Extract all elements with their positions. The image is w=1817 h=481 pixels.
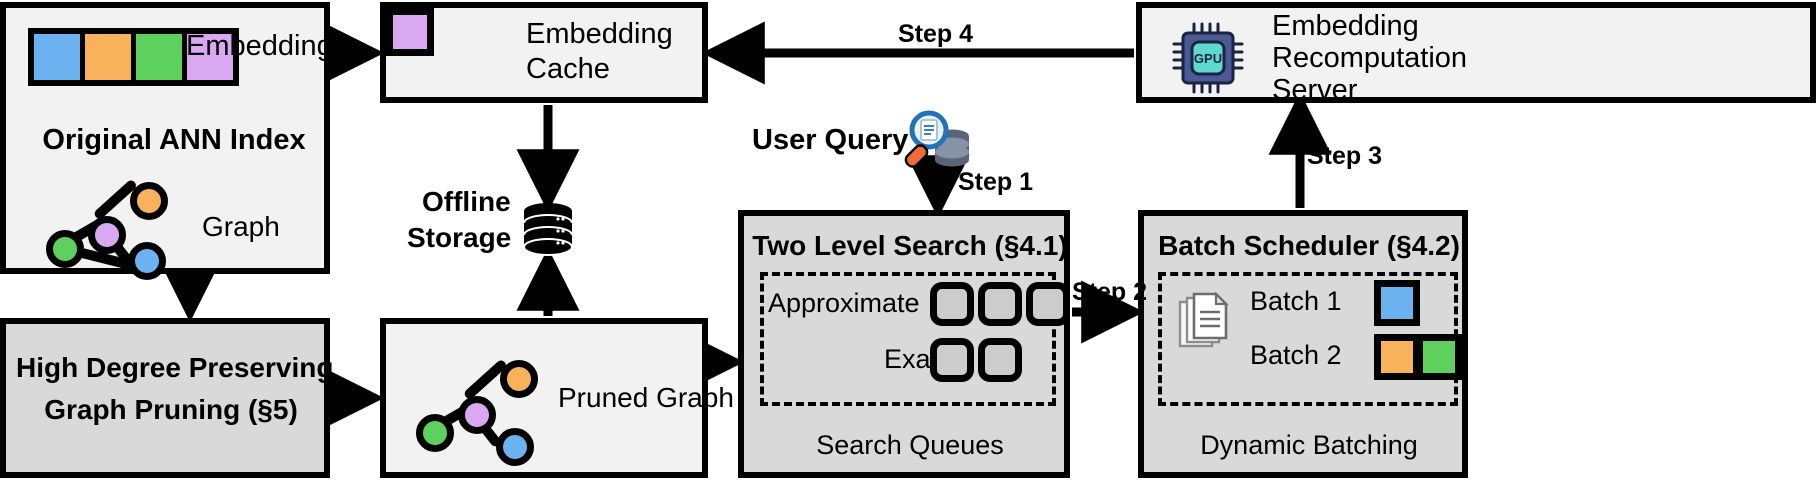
embedding-cell-purple: [187, 34, 233, 80]
ann-index-title: Original ANN Index: [42, 124, 306, 156]
ann-node-green: [46, 230, 84, 268]
approximate-slot-row: [930, 282, 1070, 326]
embedding-cache-title-line1: Embedding: [526, 18, 673, 50]
user-query-label: User Query: [752, 124, 909, 156]
batch-2-label: Batch 2: [1250, 340, 1342, 370]
search-queues-footer: Search Queues: [816, 430, 1004, 460]
batch-scheduler-title: Batch Scheduler (§4.2): [1158, 230, 1460, 261]
search-database-icon: [904, 110, 969, 168]
ann-node-purple: [88, 216, 126, 254]
pruned-node-blue: [496, 428, 534, 466]
batch-1-label: Batch 1: [1250, 286, 1342, 316]
pruned-graph: [412, 348, 552, 466]
server-title-line3: Server: [1272, 74, 1358, 106]
approximate-slot: [930, 282, 974, 326]
pruning-title-line2: Graph Pruning (§5): [44, 394, 298, 425]
approximate-slot: [978, 282, 1022, 326]
ann-node-orange: [130, 182, 168, 220]
original-ann-index-box: Embedding Original ANN Index Graph: [0, 2, 333, 280]
embedding-cell-green: [136, 34, 187, 80]
pruned-node-green: [416, 414, 454, 452]
exact-slot: [978, 338, 1022, 382]
server-title-line1: Embedding: [1272, 10, 1419, 42]
offline-storage-label-line2: Storage: [407, 222, 512, 253]
exact-slot-row: [930, 338, 1022, 382]
pruned-node-orange: [500, 360, 538, 398]
server-title-line2: Recomputation: [1272, 42, 1468, 74]
embedding-recomputation-server-box: GPU Embedding Recomputation Server: [1136, 2, 1816, 106]
embedding-strip: [28, 28, 239, 86]
embedding-cache-swatch-icon: [386, 8, 434, 56]
batch-1-chip-blue: [1374, 280, 1420, 326]
approximate-slot: [1026, 282, 1070, 326]
gpu-chip-icon: GPU: [1172, 22, 1244, 94]
batch-scheduler-box: Batch Scheduler (§4.2) Batch 1 Batch 2 D…: [1138, 210, 1468, 478]
embedding-label: Embedding: [186, 30, 333, 62]
batch-2-chip-orange: [1374, 334, 1420, 380]
documents-stack-icon: [1178, 292, 1229, 348]
exact-slot: [930, 338, 974, 382]
database-cylinder-icon: [523, 203, 573, 256]
embedding-cell-orange: [85, 34, 136, 80]
approximate-label: Approximate: [768, 288, 920, 318]
batch-2-chip-green: [1416, 334, 1462, 380]
ann-graph: [42, 168, 182, 280]
search-queues-dashed-area: [760, 272, 1056, 406]
offline-storage-label-line1: Offline: [422, 186, 511, 217]
embedding-cache-title-line2: Cache: [526, 53, 610, 85]
embedding-cache-box: Embedding Cache: [380, 2, 708, 103]
step-3-label: Step 3: [1307, 142, 1383, 170]
ann-node-blue: [128, 242, 166, 280]
ann-graph-label: Graph: [202, 211, 280, 242]
pruned-node-purple: [458, 396, 496, 434]
step-2-label: Step 2: [1072, 278, 1148, 306]
step-1-label: Step 1: [958, 168, 1034, 196]
two-level-search-box: Two Level Search (§4.1) Approximate Exac…: [738, 210, 1070, 478]
pruned-graph-box: Pruned Graph: [380, 318, 734, 478]
step-4-label: Step 4: [898, 20, 974, 48]
pruning-title-line1: High Degree Preserving: [16, 352, 334, 383]
dynamic-batching-footer: Dynamic Batching: [1200, 430, 1418, 460]
pruned-graph-label: Pruned Graph: [558, 382, 734, 413]
embedding-cell-blue: [34, 34, 85, 80]
svg-text:GPU: GPU: [1194, 51, 1222, 66]
two-level-search-title: Two Level Search (§4.1): [752, 230, 1068, 261]
graph-pruning-box: High Degree Preserving Graph Pruning (§5…: [0, 318, 334, 478]
